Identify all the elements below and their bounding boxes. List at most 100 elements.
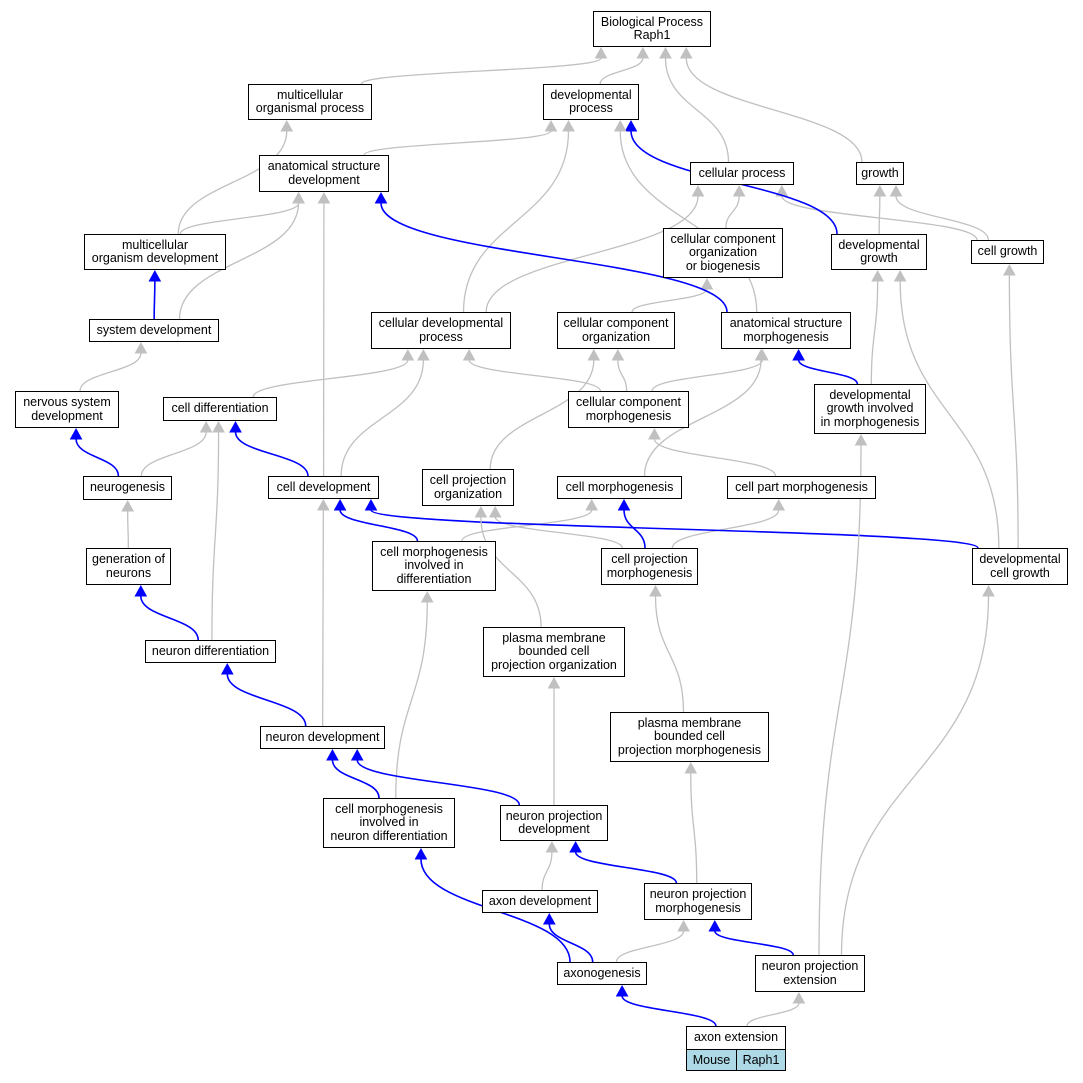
arrowhead-cpmorph-to-cpm <box>772 498 786 511</box>
arrowhead-gon-to-neurog <box>121 499 134 512</box>
arrowhead-axog-to-npm <box>677 919 690 932</box>
node-cellular-developmental-process[interactable]: cellular developmental process <box>371 312 511 349</box>
edge-sd-to-asd <box>178 202 300 320</box>
arrowhead-ccob-to-cp <box>732 184 746 197</box>
edge-cco-to-ccob <box>631 288 708 313</box>
node-cell-morphogenesis-involved-in-differentiation[interactable]: cell morphogenesis involved in different… <box>372 541 496 591</box>
arrowhead-cpo-to-cco <box>587 348 601 361</box>
node-cellular-component-organization-or-biogenesis[interactable]: cellular component organization or bioge… <box>663 228 783 278</box>
arrowhead-axdev-to-npd <box>545 840 559 853</box>
edge-cm-to-asm <box>643 359 762 477</box>
edge-ndiff-to-gon <box>140 595 199 641</box>
edge-dcg-to-devg <box>899 280 1000 549</box>
node-cell-projection-morphogenesis[interactable]: cell projection morphogenesis <box>601 548 698 585</box>
edge-asd-to-dp <box>363 130 552 156</box>
node-cell-growth[interactable]: cell growth <box>971 240 1044 264</box>
arrowhead-nsd-to-sd <box>134 341 148 354</box>
node-multicellular-organismal-process[interactable]: multicellular organismal process <box>248 84 372 120</box>
arrowhead-cdp-to-dp <box>562 119 575 132</box>
node-neuron-development[interactable]: neuron development <box>260 726 385 749</box>
arrowhead-asm-to-asd <box>374 191 388 204</box>
arrowhead-devg-to-growth <box>873 184 887 197</box>
node-multicellular-organism-development[interactable]: multicellular organism development <box>84 234 226 270</box>
node-neuron-projection-extension[interactable]: neuron projection extension <box>755 955 865 992</box>
arrowhead-sd-to-asd <box>292 191 305 204</box>
arrowhead-sd-to-mod <box>148 269 162 282</box>
arrowhead-neurog-to-cdiff <box>199 420 213 433</box>
edge-cp-to-bp <box>664 57 730 163</box>
node-biological-process[interactable]: Biological Process Raph1 <box>593 11 711 47</box>
node-axon-extension[interactable]: axon extension <box>686 1026 786 1050</box>
node-plasma-membrane-bounded-cell-projection-organization[interactable]: plasma membrane bounded cell projection … <box>483 627 625 677</box>
node-neuron-projection-morphogenesis[interactable]: neuron projection morphogenesis <box>644 883 752 920</box>
edge-npm-to-npd <box>574 851 678 884</box>
node-neuron-projection-development[interactable]: neuron projection development <box>500 805 608 841</box>
node-nervous-system-development[interactable]: nervous system development <box>15 391 119 428</box>
node-system-development[interactable]: system development <box>89 319 219 342</box>
arrowhead-cmid-to-cdev <box>333 498 347 511</box>
node-cell-development[interactable]: cell development <box>268 476 379 499</box>
edge-ndiff-to-cdiff <box>211 431 220 641</box>
edge-nsd-to-sd <box>79 352 142 392</box>
node-cellular-process[interactable]: cellular process <box>690 162 794 185</box>
node-cell-morphogenesis-involved-in-neuron-differentiation[interactable]: cell morphogenesis involved in neuron di… <box>323 798 455 848</box>
edge-mod-to-mop <box>177 130 288 235</box>
edge-cg-to-growth <box>895 195 990 241</box>
node-cell-projection-organization[interactable]: cell projection organization <box>422 469 514 506</box>
edge-cmind-to-ndev <box>331 759 380 799</box>
edge-ccm-to-cco <box>617 359 628 392</box>
node-cell-differentiation[interactable]: cell differentiation <box>163 397 277 421</box>
arrowhead-cp-to-bp <box>659 46 672 59</box>
arrowhead-neurog-to-nsd <box>69 427 83 440</box>
arrowhead-cdp-to-cp <box>691 184 705 197</box>
node-cell-morphogenesis[interactable]: cell morphogenesis <box>557 476 682 499</box>
edge-cmid-to-cm <box>461 509 593 542</box>
node-generation-of-neurons[interactable]: generation of neurons <box>86 548 171 585</box>
arrowhead-npm-to-pmbcpm <box>684 761 698 774</box>
edge-cdp-to-cp <box>485 195 699 313</box>
node-developmental-cell-growth[interactable]: developmental cell growth <box>972 548 1068 585</box>
node-cellular-component-organization[interactable]: cellular component organization <box>557 312 675 349</box>
edge-sd-to-mod <box>153 280 156 320</box>
arrowhead-ndev-to-cdev <box>317 498 330 511</box>
arrowhead-npm-to-npd <box>569 840 582 853</box>
arrowhead-cpmorph-to-cm <box>617 498 631 511</box>
edge-npe-to-dgim <box>818 444 862 956</box>
arrowhead-npe-to-npm <box>708 919 722 932</box>
arrowhead-axext-to-axog <box>615 984 629 997</box>
arrowhead-ndiff-to-cdiff <box>212 420 225 433</box>
node-anatomical-structure-morphogenesis[interactable]: anatomical structure morphogenesis <box>721 312 851 349</box>
node-neuron-differentiation[interactable]: neuron differentiation <box>145 640 276 663</box>
edge-cdp-to-dp <box>462 130 570 313</box>
node-cellular-component-morphogenesis[interactable]: cellular component morphogenesis <box>568 391 689 428</box>
node-neurogenesis[interactable]: neurogenesis <box>83 476 172 500</box>
arrowhead-asd-to-dp <box>544 119 558 132</box>
node-cell-part-morphogenesis[interactable]: cell part morphogenesis <box>727 476 876 499</box>
arrowhead-dcg-to-cg <box>1003 263 1016 276</box>
node-growth[interactable]: growth <box>856 162 904 185</box>
edge-asm-to-asd <box>380 202 728 313</box>
node-plasma-membrane-bounded-cell-projection-morphogenesis[interactable]: plasma membrane bounded cell projection … <box>610 712 769 762</box>
arrowhead-cmind-to-ndev <box>326 748 339 761</box>
arrowhead-dcg-to-devg <box>893 269 907 282</box>
arrowhead-ccm-to-cdp <box>462 348 476 361</box>
arrowhead-cmind-to-cmid <box>420 590 434 603</box>
edge-cpo-to-cco <box>489 359 595 470</box>
edge-growth-to-bp <box>685 57 863 163</box>
edge-npd-to-ndev <box>356 759 521 806</box>
node-developmental-process[interactable]: developmental process <box>543 84 639 120</box>
arrowhead-pmbcpo-to-cpo <box>474 505 488 518</box>
edge-npe-to-npm <box>714 930 794 956</box>
edge-axdev-to-npd <box>541 851 553 891</box>
node-developmental-growth-involved-in-morphogenesis[interactable]: developmental growth involved in morphog… <box>814 384 926 434</box>
arrowhead-cco-to-ccob <box>700 277 714 290</box>
edge-neurog-to-cdiff <box>140 431 207 477</box>
edge-dgim-to-asm <box>797 359 859 385</box>
arrowhead-growth-to-bp <box>679 46 693 59</box>
node-axon-development[interactable]: axon development <box>482 890 598 913</box>
node-axonogenesis[interactable]: axonogenesis <box>557 962 647 985</box>
node-developmental-growth[interactable]: developmental growth <box>831 234 927 270</box>
node-anatomical-structure-development[interactable]: anatomical structure development <box>259 155 389 192</box>
